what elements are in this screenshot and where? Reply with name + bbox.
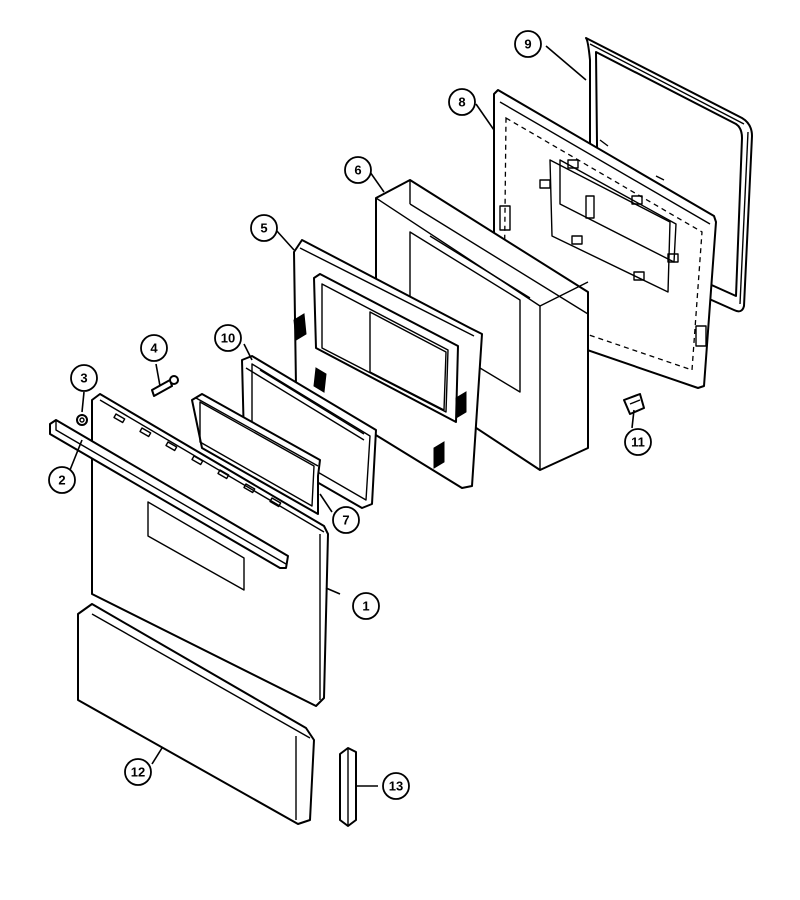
- callout-3: 3: [70, 364, 98, 392]
- callout-label: 11: [631, 435, 645, 450]
- callout-label: 10: [221, 331, 235, 346]
- callout-label: 2: [58, 473, 65, 488]
- part-13-side-trim: [339, 747, 357, 827]
- callout-label: 7: [342, 513, 349, 528]
- part-11-clip: [623, 393, 645, 415]
- leader-lines: [69, 45, 635, 787]
- callout-4: 4: [140, 334, 168, 362]
- callout-12: 12: [124, 758, 152, 786]
- callout-10: 10: [214, 324, 242, 352]
- part-7-door-glass: [191, 393, 321, 515]
- part-12-kick-panel: [77, 603, 315, 825]
- callout-1: 1: [352, 592, 380, 620]
- callout-label: 9: [524, 37, 531, 52]
- callout-label: 5: [260, 221, 267, 236]
- callout-9: 9: [514, 30, 542, 58]
- part-1-outer-door: [91, 393, 329, 707]
- callout-7: 7: [332, 506, 360, 534]
- part-5-door-liner: [293, 239, 483, 489]
- callout-8: 8: [448, 88, 476, 116]
- callout-2: 2: [48, 466, 76, 494]
- callout-11: 11: [624, 428, 652, 456]
- callout-label: 6: [354, 163, 361, 178]
- callout-13: 13: [382, 772, 410, 800]
- callout-label: 1: [362, 599, 369, 614]
- callout-label: 12: [131, 765, 145, 780]
- part-2-door-handle: [49, 419, 289, 569]
- callout-label: 3: [80, 371, 87, 386]
- callout-label: 4: [150, 341, 158, 356]
- part-4-screw: [151, 375, 179, 397]
- callout-label: 13: [389, 779, 403, 794]
- part-3-screw-cap: [76, 414, 88, 426]
- callout-label: 8: [458, 95, 465, 110]
- callout-6: 6: [344, 156, 372, 184]
- callout-5: 5: [250, 214, 278, 242]
